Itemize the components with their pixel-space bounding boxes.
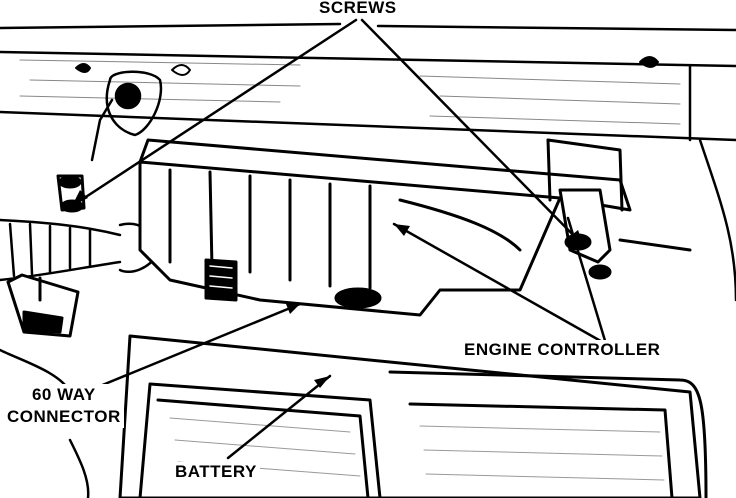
connector-label-line1: 60 WAY xyxy=(31,385,96,404)
engine-controller-body xyxy=(138,138,632,317)
arrowheads xyxy=(72,190,584,388)
controller-bracket xyxy=(558,188,692,280)
connector-label: 60 WAY CONNECTOR xyxy=(4,384,124,428)
panel-shading xyxy=(19,59,681,125)
wiring-harness xyxy=(0,218,162,282)
mount-bolt xyxy=(90,70,163,162)
screws-label: SCREWS xyxy=(316,0,400,18)
connector-plug xyxy=(6,273,80,338)
battery xyxy=(118,334,708,498)
fender-clips xyxy=(75,56,659,76)
connector-label-line2: CONNECTOR xyxy=(7,407,121,426)
fender-panel xyxy=(0,22,736,302)
battery-label: BATTERY xyxy=(172,462,260,482)
engine-controller-label: ENGINE CONTROLLER xyxy=(461,340,664,360)
